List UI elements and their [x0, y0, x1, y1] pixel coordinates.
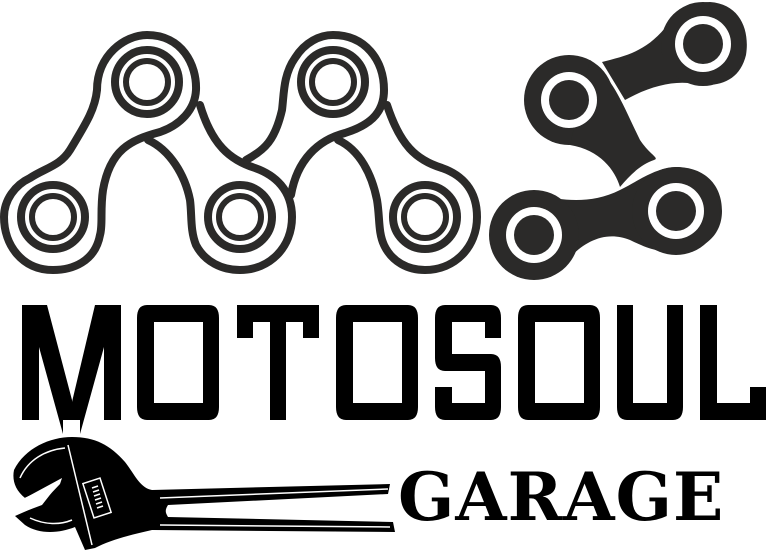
garage-wordmark: GARAGE	[398, 458, 725, 536]
